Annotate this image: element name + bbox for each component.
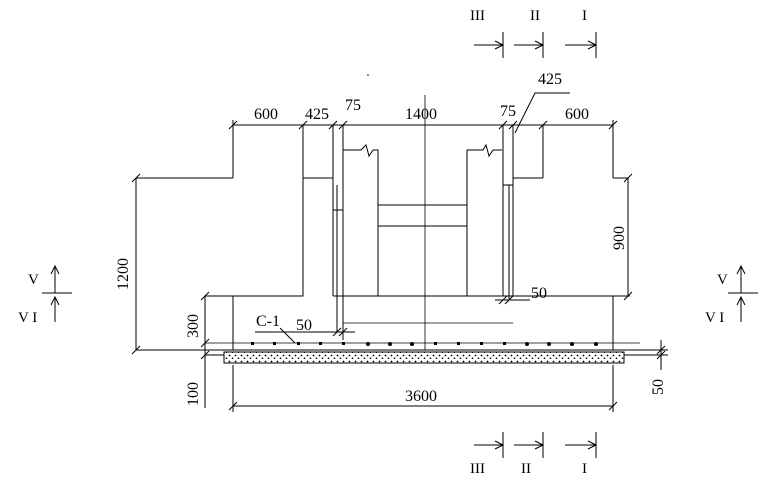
dim-600-right: 600 <box>565 106 589 123</box>
dim-600-left: 600 <box>254 106 278 123</box>
section-markers-right: V V I <box>705 264 758 326</box>
rebar-mark-c1: C-1 <box>256 313 280 330</box>
section-label-bottom-III: III <box>470 461 485 477</box>
dimension-right: 900 50 <box>611 173 667 395</box>
dim-50-bottom: 50 <box>650 379 667 395</box>
dimension-small: 50 50 C-1 <box>255 285 547 344</box>
rebar-dots <box>251 342 598 346</box>
dim-300: 300 <box>185 314 202 338</box>
dimension-left: 1200 300 100 <box>115 173 210 408</box>
dim-3600: 3600 <box>405 388 437 405</box>
h-steel-section <box>343 143 502 296</box>
section-label-left-V: V <box>28 272 39 288</box>
section-label-right-V: V <box>717 272 728 288</box>
dim-425-left: 425 <box>305 106 329 123</box>
dim-1400: 1400 <box>405 106 437 123</box>
bedding-layer <box>205 351 668 364</box>
stray-dot <box>367 74 369 76</box>
section-label-top-III: III <box>470 8 485 24</box>
foundation-outline <box>136 125 668 351</box>
dim-75-right: 75 <box>500 103 516 120</box>
reinforcement-bars <box>205 322 640 346</box>
dim-100: 100 <box>185 382 202 406</box>
dim-50-cover: 50 <box>296 317 312 334</box>
dim-425-right: 425 <box>538 71 562 88</box>
section-markers-bottom: III II I <box>470 432 598 477</box>
dim-75-left: 75 <box>345 97 361 114</box>
dimension-top: 600 425 75 1400 75 425 600 <box>228 71 618 170</box>
dim-1200: 1200 <box>115 258 132 290</box>
section-markers-left: V V I <box>18 264 72 326</box>
section-label-right-VI: V I <box>705 310 724 326</box>
dimension-bottom: 3600 <box>228 365 618 412</box>
section-label-left-VI: V I <box>18 310 37 326</box>
dim-900: 900 <box>611 226 628 250</box>
dim-50-right: 50 <box>531 285 547 302</box>
section-label-top-I: I <box>582 8 587 24</box>
section-label-bottom-I: I <box>582 461 587 477</box>
section-label-top-II: II <box>530 8 540 24</box>
section-label-bottom-II: II <box>521 461 531 477</box>
pedestal-column <box>332 95 514 350</box>
section-markers-top: III II I <box>470 8 598 58</box>
